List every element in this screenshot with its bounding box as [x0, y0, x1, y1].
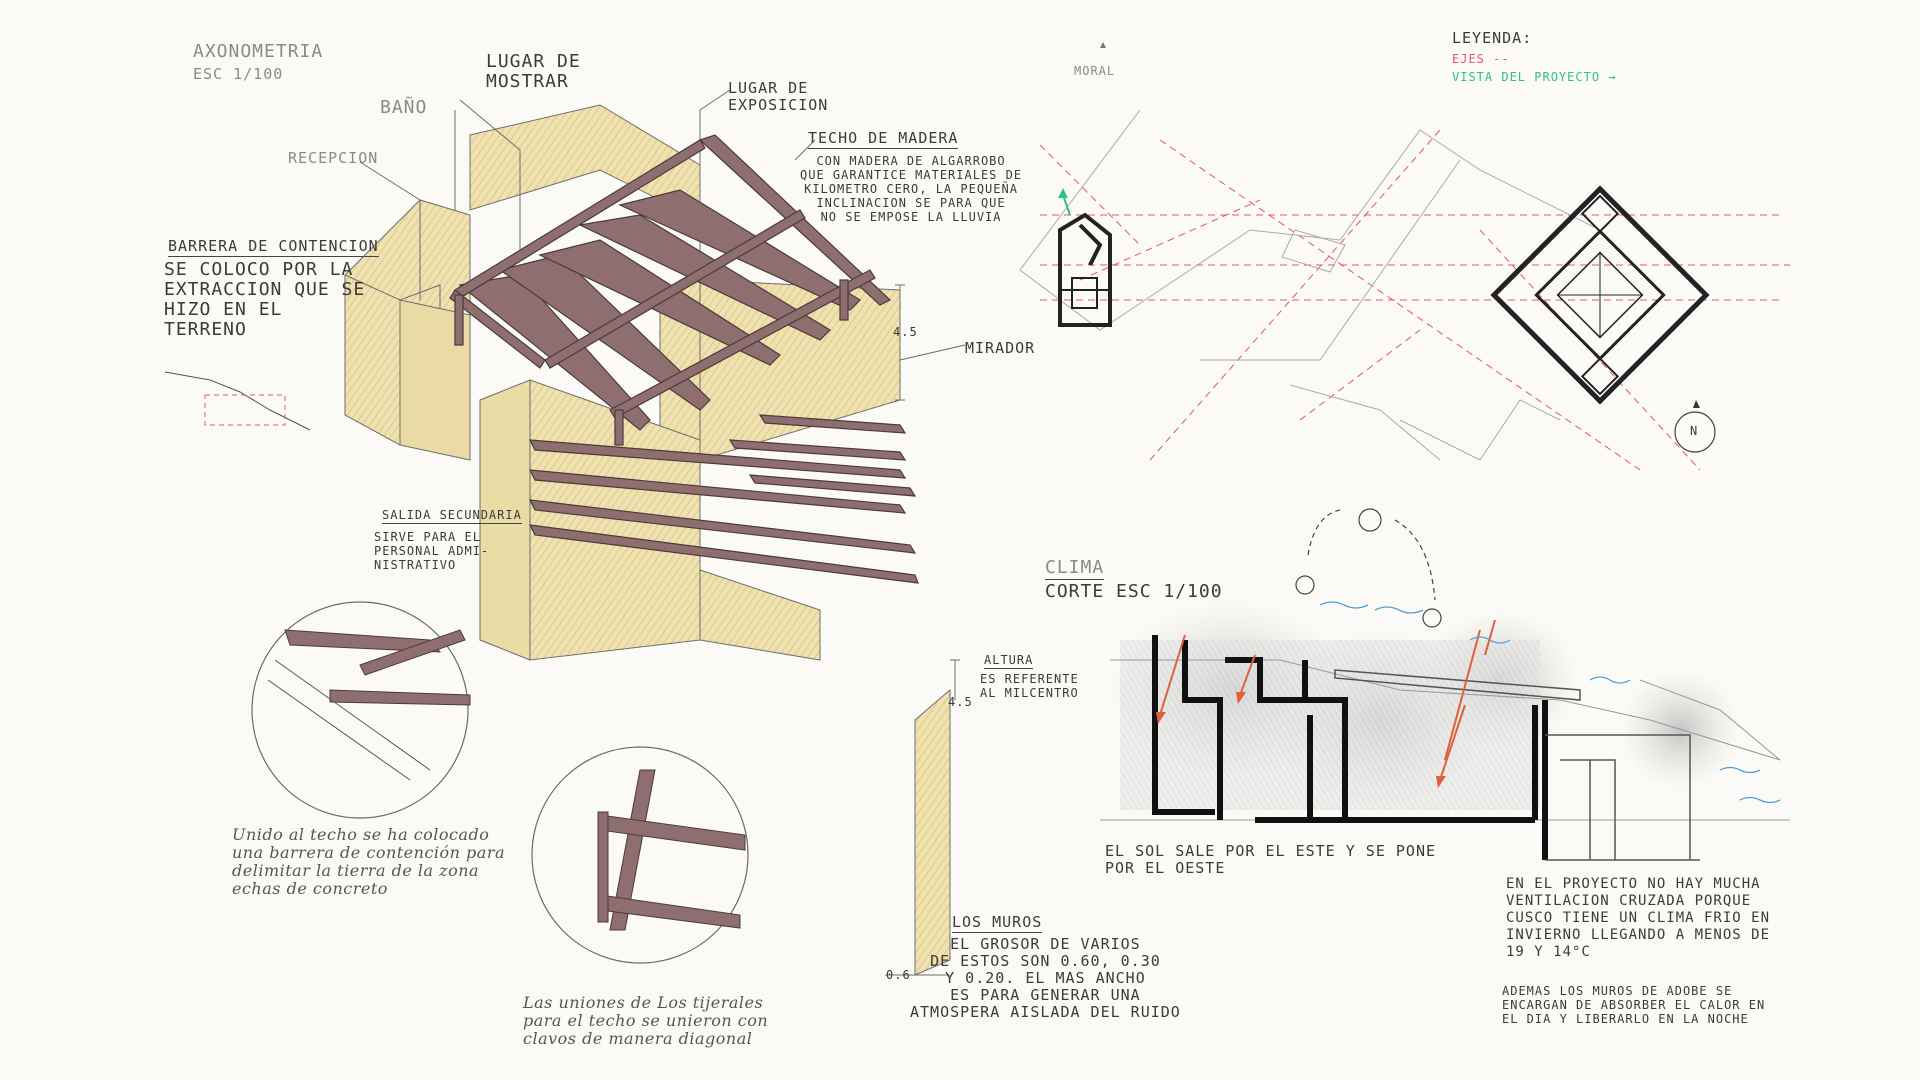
- sun-note: EL SOL SALE POR EL ESTE Y SE PONE POR EL…: [1105, 842, 1437, 877]
- wall-section-sketch: [885, 659, 960, 976]
- techo-text: CON MADERA DE ALGARROBO QUE GARANTICE MA…: [800, 154, 1023, 224]
- techo-title: TECHO DE MADERA: [808, 129, 959, 149]
- muros-title: LOS MUROS: [952, 913, 1043, 933]
- north-arrow: [1674, 400, 1716, 453]
- altura-text: ES REFERENTE AL MILCENTRO: [980, 672, 1079, 700]
- plan-small: [1058, 212, 1112, 327]
- barrera-title: BARRERA DE CONTENCION: [168, 237, 379, 257]
- roof-beam: [544, 209, 806, 369]
- sun-west-icon: [1422, 608, 1442, 628]
- legend-title: LEYENDA:: [1452, 29, 1533, 47]
- mirador-slat: [748, 474, 917, 497]
- plan-main: [1490, 185, 1710, 405]
- legend-ejes: EJES --: [1452, 52, 1510, 66]
- label-lugar-exposicion: LUGAR DE EXPOSICION: [728, 79, 829, 114]
- roof-beam: [458, 274, 651, 431]
- roof-beam: [449, 289, 546, 369]
- mirador-slat: [528, 469, 907, 514]
- axonometry-height: 4.5: [893, 325, 918, 339]
- salida-text: SIRVE PARA EL PERSONAL ADMI- NISTRATIVO: [374, 530, 490, 572]
- label-bano: BAÑO: [380, 97, 428, 118]
- detail-uniones: [531, 746, 749, 964]
- axonometry-title: AXONOMETRIA: [193, 41, 324, 62]
- barrera-detail-note: Unido al techo se ha colocado una barrer…: [232, 825, 506, 898]
- mirador-slat: [528, 499, 917, 554]
- altura-title: ALTURA: [984, 653, 1034, 669]
- moral-label: MORAL: [1074, 64, 1116, 78]
- barrera-text: SE COLOCO POR LA EXTRACCION QUE SE HIZO …: [164, 259, 366, 340]
- site-plan: [1019, 42, 1790, 471]
- adobe-note: ADEMAS LOS MUROS DE ADOBE SE ENCARGAN DE…: [1502, 984, 1766, 1026]
- clima-label: CLIMA: [1045, 557, 1105, 580]
- section-title: CORTE ESC 1/100: [1045, 581, 1223, 602]
- mirador-slat: [728, 439, 907, 461]
- wall-height: 4.5: [948, 695, 973, 709]
- label-recepcion: RECEPCION: [288, 149, 379, 167]
- section-drawing: [1100, 508, 1790, 861]
- roof-beam: [609, 269, 876, 419]
- axonometry-scale: ESC 1/100: [193, 65, 284, 83]
- uniones-detail-note: Las uniones de Los tijerales para el tec…: [523, 993, 769, 1048]
- mirador-slat: [528, 524, 919, 584]
- wall-thickness: 0.6: [886, 968, 911, 982]
- salida-title: SALIDA SECUNDARIA: [382, 508, 522, 524]
- mirador-slats: [528, 414, 919, 584]
- sun-east-icon: [1295, 575, 1315, 595]
- legend-vista: VISTA DEL PROYECTO →: [1452, 70, 1617, 84]
- north-label: N: [1690, 424, 1699, 438]
- ventilation-note: EN EL PROYECTO NO HAY MUCHA VENTILACION …: [1506, 876, 1771, 960]
- timber-roof: [449, 134, 892, 446]
- detail-barrera: [251, 601, 471, 819]
- label-mirador: MIRADOR: [965, 339, 1036, 357]
- label-lugar-mostrar: LUGAR DE MOSTRAR: [486, 51, 581, 92]
- muros-text: EL GROSOR DE VARIOS DE ESTOS SON 0.60, 0…: [910, 935, 1181, 1021]
- mirador-slat: [528, 439, 907, 479]
- sun-noon-icon: [1358, 508, 1382, 532]
- mirador-slat: [758, 414, 907, 434]
